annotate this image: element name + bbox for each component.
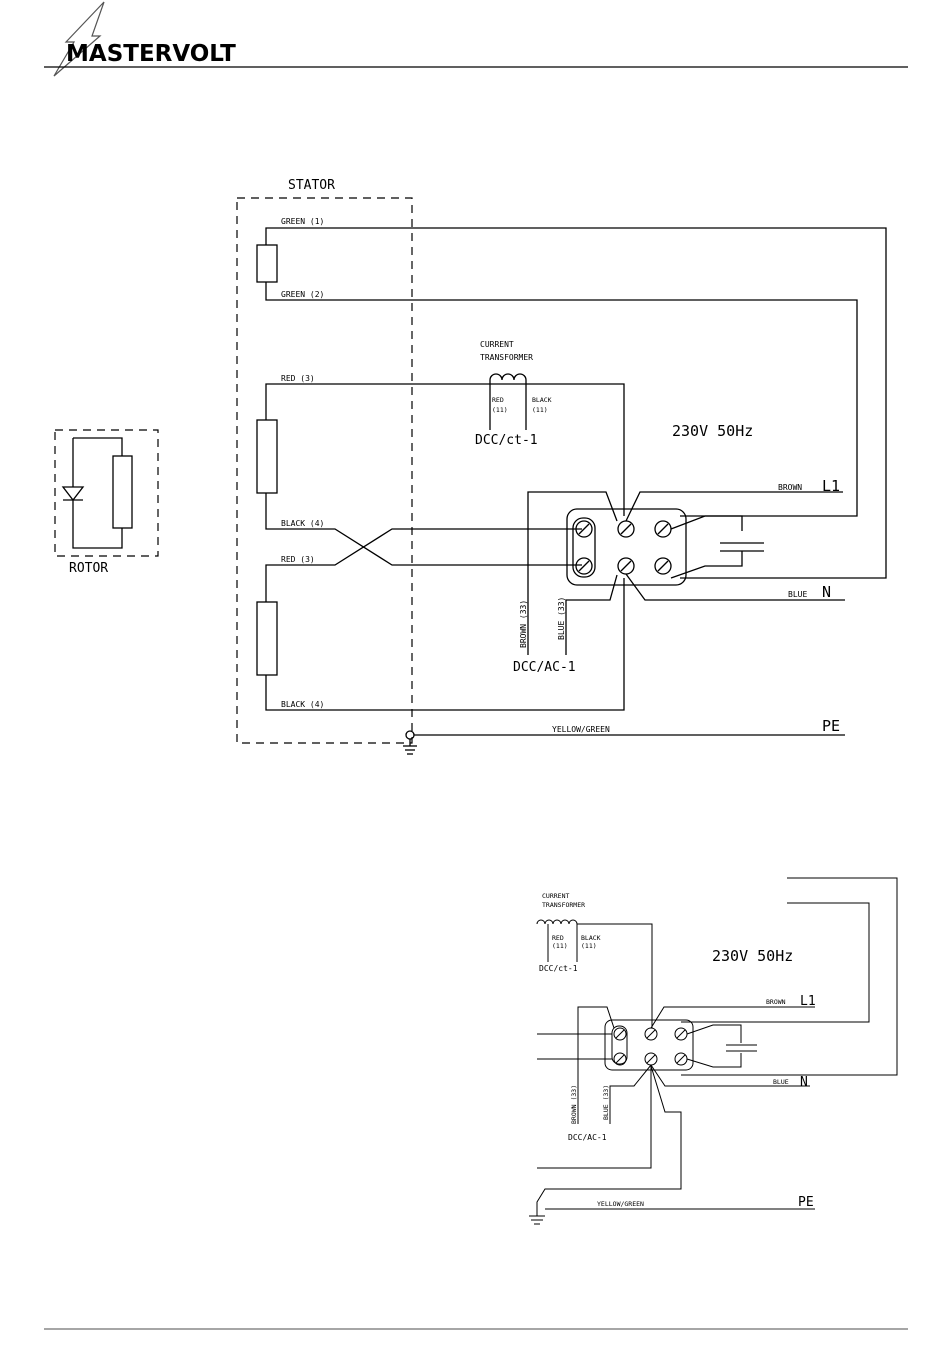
bridge-link-2	[611, 1025, 628, 1065]
terminal-screws-2	[613, 1027, 688, 1066]
ct-id: DCC/ct-1	[475, 433, 538, 448]
ct2-black: BLACK	[581, 934, 601, 942]
ground-icon	[403, 739, 417, 755]
brand-name: MASTERVOLT	[66, 41, 236, 67]
rotor-box	[54, 429, 159, 557]
wire-earth-link	[536, 1065, 682, 1216]
ct2-black-num: (11)	[581, 942, 597, 950]
ct-title-1: CURRENT	[480, 340, 514, 349]
wire-red3-mid	[265, 528, 582, 602]
winding-green	[256, 244, 278, 283]
ground-icon-2	[529, 1215, 545, 1225]
ct2-red: RED	[552, 934, 564, 942]
wire-blue-n	[625, 573, 845, 601]
terminal-block-2	[604, 1019, 694, 1071]
mastervolt-logo: MASTERVOLT	[53, 1, 236, 77]
rotor-wiring	[72, 437, 123, 549]
diagram-stator-rotor: STATOR ROTOR GREEN (1) GREEN (2) RED (3)…	[54, 178, 887, 755]
wire-in-top	[681, 877, 898, 1076]
terminal-pe: PE	[822, 717, 840, 735]
wire-brown-l1	[625, 491, 843, 522]
voltage-label: 230V 50Hz	[672, 422, 753, 440]
terminal-l1: L1	[822, 477, 840, 495]
wire-black4-mid	[265, 493, 582, 566]
label-red3-mid: RED (3)	[281, 555, 315, 564]
terminal-n-2: N	[800, 1075, 808, 1090]
terminal-n: N	[822, 583, 831, 601]
label-yellow-green: YELLOW/GREEN	[552, 725, 610, 734]
terminal-screws	[575, 520, 672, 575]
winding-main-upper	[256, 419, 278, 494]
bridge-link	[572, 517, 596, 578]
current-transformer-2	[536, 919, 653, 1028]
wire-black4-bottom	[265, 578, 625, 711]
label-brown33: BROWN (33)	[519, 600, 528, 648]
ct2-red-num: (11)	[552, 942, 568, 950]
wire-brown-l1-2	[650, 1006, 815, 1029]
label-black4-mid: BLACK (4)	[281, 519, 324, 528]
label-red3-top: RED (3)	[281, 374, 315, 383]
connector-id-2: DCC/AC-1	[568, 1133, 607, 1142]
voltage-label-2: 230V 50Hz	[712, 947, 793, 965]
capacitor-wiring	[670, 515, 743, 579]
wire-blue33-2	[609, 1064, 652, 1124]
ct-black-num: (11)	[532, 406, 548, 414]
pe-junction	[405, 730, 415, 740]
wire-brown33	[527, 491, 618, 655]
ct-red: RED	[492, 396, 504, 404]
ct2-title-1: CURRENT	[542, 892, 569, 900]
wire-red3-top	[265, 383, 625, 516]
wire-blue-n-2	[650, 1064, 810, 1087]
wire-brown33-2	[577, 1006, 615, 1124]
label-brown-2: BROWN	[766, 998, 786, 1006]
label-green2: GREEN (2)	[281, 290, 324, 299]
wire-in-second	[681, 902, 870, 1023]
capacitor-wiring-2	[686, 1024, 742, 1068]
label-brown33-2: BROWN (33)	[570, 1085, 578, 1124]
ct2-id: DCC/ct-1	[539, 964, 578, 973]
label-blue: BLUE	[788, 590, 807, 599]
wire-green1	[265, 227, 887, 579]
ct-black: BLACK	[532, 396, 552, 404]
label-blue33: BLUE (33)	[557, 597, 566, 640]
ct-red-num: (11)	[492, 406, 508, 414]
rotor-title: ROTOR	[69, 561, 108, 576]
label-yellow-green-2: YELLOW/GREEN	[597, 1200, 644, 1208]
stator-box	[236, 197, 413, 744]
ct2-title-2: TRANSFORMER	[542, 901, 585, 909]
terminal-pe-2: PE	[798, 1195, 814, 1210]
ct-title-2: TRANSFORMER	[480, 353, 533, 362]
terminal-l1-2: L1	[800, 994, 816, 1009]
wire-lower-1	[537, 1066, 652, 1169]
winding-main-lower	[256, 601, 278, 676]
current-transformer-coil	[489, 373, 527, 384]
wire-blue33	[565, 574, 618, 655]
label-black4-bottom: BLACK (4)	[281, 700, 324, 709]
rotor-winding	[112, 455, 133, 529]
stator-title: STATOR	[288, 178, 335, 193]
wire-green2	[265, 282, 858, 517]
label-brown: BROWN	[778, 483, 802, 492]
connector-id: DCC/AC-1	[513, 660, 576, 675]
label-blue33-2: BLUE (33)	[602, 1085, 610, 1120]
diode-icon	[61, 486, 85, 502]
diagram-secondary: CURRENT TRANSFORMER RED (11) BLACK (11) …	[529, 877, 898, 1225]
label-blue-2: BLUE	[773, 1078, 789, 1086]
label-green1: GREEN (1)	[281, 217, 324, 226]
terminal-block	[566, 508, 687, 586]
